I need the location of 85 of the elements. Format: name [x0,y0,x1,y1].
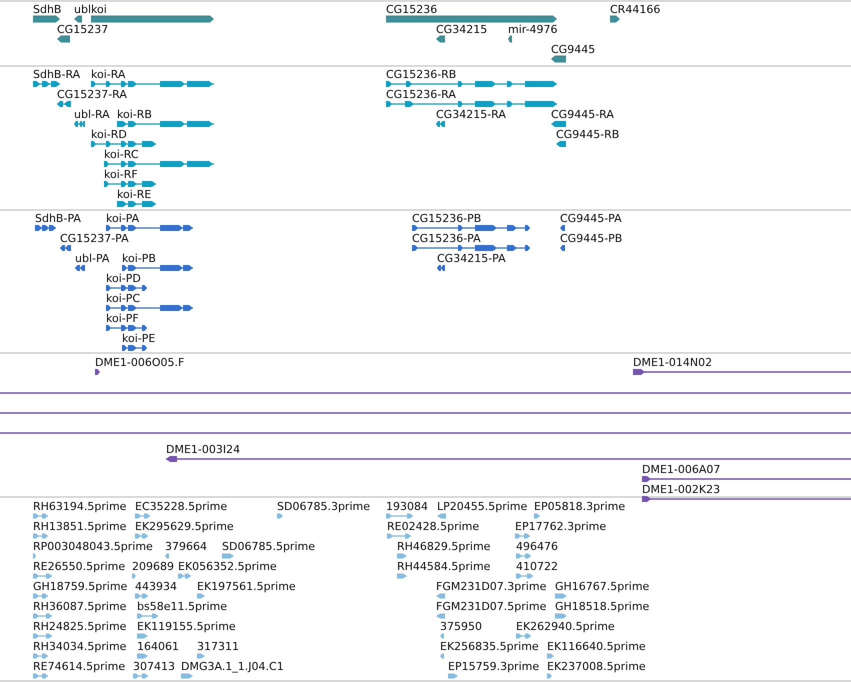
feature-label: 164061 [137,640,179,653]
feature-label: EP17762.3prime [515,520,606,533]
feature-label: RH13851.5prime [33,520,126,533]
feature-label: koi-PF [106,312,139,325]
feature-label: DME1-003I24 [166,443,240,456]
feature-label: mir-4976 [508,23,558,36]
feature-label: RH36087.5prime [33,600,126,613]
feature-label: DME1-002K23 [642,483,720,496]
feature-label: CG9445-PB [560,232,622,245]
feature-label: RH46829.5prime [397,540,490,553]
feature-label: 443934 [135,580,177,593]
feature-label: koi [91,3,107,16]
feature-label: 375950 [440,620,482,633]
feature-label: CG9445-RB [556,128,620,141]
feature-label: EC35228.5prime [135,500,228,513]
feature-label: EK116640.5prime [547,640,646,653]
feature-label: 193084 [386,500,428,513]
feature-label: CG15236-RB [386,68,456,81]
feature-label: RE26550.5prime [33,560,126,573]
feature-label: FGM231D07.3prime [436,580,546,593]
feature-label: CG9445-RA [551,108,614,121]
feature-label: SdhB [33,3,62,16]
feature-label: CR44166 [610,3,660,16]
feature-label: koi-PC [106,292,140,305]
feature-label: RH24825.5prime [33,620,126,633]
feature-label: SdhB-PA [35,212,81,225]
feature-label: ubl-RA [74,108,110,121]
feature-label: koi-PA [106,212,140,225]
feature-label: DMG3A.1_1.J04.C1 [181,660,284,673]
feature-label: RE02428.5prime [387,520,480,533]
feature-label: EK262940.5prime [516,620,615,633]
feature-label: 496476 [516,540,558,553]
feature-label: CG15236-RA [386,88,456,101]
feature-label: koi-RC [104,148,139,161]
feature-label: koi-RB [117,108,152,121]
feature-label: FGM231D07.5prime [436,600,546,613]
feature-label: GH18518.5prime [555,600,650,613]
feature-label: SD06785.5prime [222,540,315,553]
feature-label: CG15237-PA [60,232,129,245]
feature-label: koi-PD [106,272,141,285]
feature-label: EK295629.5prime [135,520,234,533]
feature-label: EK256835.5prime [440,640,539,653]
feature-label: CG15236-PA [412,232,481,245]
feature-label: CG15237-RA [57,88,127,101]
feature-label: koi-PE [122,332,156,345]
feature-label: RH44584.5prime [397,560,490,573]
feature-label: CG15237 [57,23,108,36]
feature-label: CG15236-PB [412,212,482,225]
feature-label: EK237008.5prime [547,660,646,673]
feature-label: RH63194.5prime [33,500,126,513]
feature-label: RH34034.5prime [33,640,126,653]
feature-label: ubl-PA [75,252,110,265]
feature-label: SD06785.3prime [277,500,370,513]
feature-label: koi-RF [104,168,138,181]
feature-label: RP003048043.5prime [33,540,153,553]
feature-label: CG9445 [551,43,596,56]
feature-label: DME1-006O05.F [95,356,184,369]
feature-label: koi-PB [122,252,156,265]
feature-label: SdhB-RA [33,68,80,81]
feature-label: 379664 [165,540,207,553]
feature-label: EK119155.5prime [137,620,236,633]
feature-label: CG9445-PA [560,212,622,225]
feature-label: GH18759.5prime [33,580,128,593]
feature-label: GH16767.5prime [555,580,650,593]
feature-label: EP15759.3prime [448,660,540,673]
feature-label: EK056352.5prime [178,560,277,573]
feature-label: EP05818.3prime [534,500,626,513]
feature-label: koi-RA [91,68,126,81]
feature-label: CG34215-PA [437,252,506,265]
feature-label: 307413 [133,660,175,673]
feature-label: koi-RE [117,188,152,201]
feature-label: bs58e11.5prime [137,600,228,613]
feature-label: ubl [74,3,92,16]
feature-label: LP20455.5prime [437,500,528,513]
feature-label: koi-RD [91,128,127,141]
feature-label: DME1-014N02 [633,356,712,369]
feature-label: CG34215 [436,23,488,36]
feature-label: DME1-006A07 [642,463,720,476]
feature-label: 410722 [516,560,558,573]
feature-label: EK197561.5prime [197,580,296,593]
feature-label: CG34215-RA [436,108,506,121]
feature-label: RE74614.5prime [33,660,126,673]
feature-label: 209689 [132,560,174,573]
feature-label: CG15236 [386,3,438,16]
feature-label: 317311 [197,640,239,653]
